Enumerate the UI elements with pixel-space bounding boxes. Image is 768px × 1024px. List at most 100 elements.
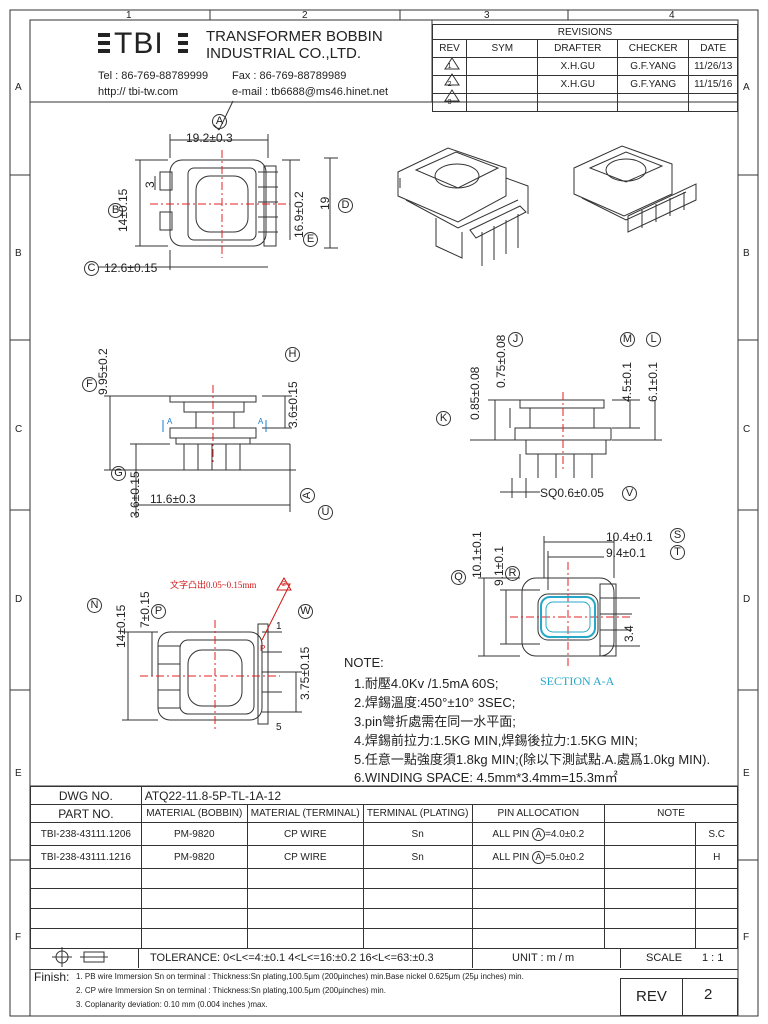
dim-m-value: 4.5±0.1 — [620, 362, 634, 402]
dim-e-value: 16.9±0.2 — [292, 191, 306, 238]
pin-allocation-prefix: ALL PIN — [492, 828, 530, 840]
frame-row-d-left: D — [15, 594, 23, 605]
rev-box-value: 2 — [704, 986, 713, 1003]
dim-c-value: 12.6±0.15 — [104, 261, 158, 275]
frame-row-e-right: E — [743, 768, 750, 779]
note-line: 4.焊錫前拉力:1.5KG MIN,焊錫後拉力:1.5KG MIN; — [354, 733, 638, 748]
emboss-p-mark: P — [260, 644, 266, 653]
company-name-line1: TRANSFORMER BOBBIN — [206, 28, 383, 45]
dim-symbol-h: H — [285, 347, 300, 362]
dim-l-value: 6.1±0.1 — [646, 362, 660, 402]
unit-text: UNIT : m / m — [512, 952, 575, 964]
dim-p34-value: 3.4 — [622, 625, 636, 642]
pin-allocation-symbol: A — [532, 827, 546, 841]
dwg-label: DWG NO. — [30, 786, 142, 805]
note-line: 2.焊錫溫度:450°±10° 3SEC; — [354, 695, 516, 710]
emboss-note: 文字凸出0.05~0.15mm — [170, 580, 257, 590]
rev-drafter: X.H.GU — [537, 75, 619, 94]
pin-1-label: 1 — [276, 621, 282, 632]
dim-p-value: 7±0.15 — [138, 591, 152, 628]
dim-r-value: 9.1±0.1 — [492, 546, 506, 586]
dim-symbol-e: E — [303, 232, 318, 247]
dim-s-value: 10.4±0.1 — [606, 530, 653, 544]
dim-w116-value: 11.6±0.3 — [150, 492, 196, 506]
frame-row-c-left: C — [15, 424, 23, 435]
bobbin-material: PM-9820 — [140, 822, 248, 846]
company-logo: TBI — [114, 27, 164, 60]
pin-allocation-symbol: A — [532, 850, 546, 864]
pin-allocation: ALL PIN A=5.0±0.2 — [471, 845, 606, 869]
dim-symbol-c: C — [84, 261, 99, 276]
rev-box-label: REV — [636, 988, 667, 1005]
part-number: TBI-238-43111.1216 — [30, 845, 142, 869]
finish-line: 2. CP wire Immersion Sn on terminal : Th… — [76, 986, 386, 995]
revisions-title: REVISIONS — [432, 24, 738, 40]
rev-number: 2 — [431, 75, 468, 94]
frame-row-a-left: A — [15, 82, 22, 93]
dim-symbol-u: U — [318, 505, 333, 520]
rev-header-drafter: DRAFTER — [537, 39, 619, 58]
rev-drafter: X.H.GU — [537, 57, 619, 76]
dim-f-value: 9.95±0.2 — [96, 348, 110, 395]
dim-t-value: 9.4±0.1 — [606, 546, 646, 560]
dim-symbol-k: K — [436, 411, 451, 426]
dim-symbol-f: F — [82, 377, 97, 392]
dim-h-value: 3.6±0.15 — [286, 381, 300, 428]
dim-a-value: 19.2±0.3 — [186, 131, 233, 145]
dim-symbol-m: M — [620, 332, 635, 347]
rev-number: 3 — [431, 93, 468, 112]
dim-symbol-v: V — [622, 486, 637, 501]
title-block-table: DWG NO. ATQ22-11.8-5P-TL-1A-12 PART NO. … — [30, 786, 739, 949]
frame-col-1: 1 — [126, 10, 132, 21]
terminal-material: CP WIRE — [246, 845, 364, 869]
company-email: e-mail : tb6688@ms46.hinet.net — [232, 86, 389, 98]
dim-symbol-p: P — [151, 604, 166, 619]
dim-symbol-d: D — [338, 198, 353, 213]
dim-q-value: 10.1±0.1 — [470, 531, 484, 578]
frame-col-3: 3 — [484, 10, 490, 21]
col-header-terminal: MATERIAL (TERMINAL) — [246, 804, 364, 823]
note-line: 1.耐壓4.0Kv /1.5mA 60S; — [354, 676, 499, 691]
col-header-pin-allocation: PIN ALLOCATION — [471, 804, 606, 823]
frame-row-b-left: B — [15, 248, 22, 259]
note-line: 3.pin彎折處需在同一水平面; — [354, 714, 516, 729]
col-header-bobbin: MATERIAL (BOBBIN) — [140, 804, 248, 823]
pin-5-label: 5 — [276, 722, 282, 733]
dim-d-value: 19 — [318, 196, 332, 210]
scale-value: 1 : 1 — [702, 952, 724, 964]
dim-symbol-t: T — [670, 545, 685, 560]
revision-row: 3 — [431, 93, 738, 112]
dim-symbol-q: Q — [451, 570, 466, 585]
company-name-line2: INDUSTRIAL CO.,LTD. — [206, 45, 362, 62]
rev-sym — [466, 93, 539, 112]
company-web: http:// tbi-tw.com — [98, 86, 179, 98]
frame-row-f-right: F — [743, 932, 750, 943]
pin-allocation: ALL PIN A=4.0±0.2 — [471, 822, 606, 846]
notes-title: NOTE: — [344, 655, 384, 670]
frame-col-2: 2 — [302, 10, 308, 21]
dim-sq-value: SQ0.6±0.05 — [540, 486, 604, 500]
dim-symbol-b: B — [108, 203, 123, 218]
rev-checker: G.F.YANG — [617, 57, 690, 76]
row-note: S.C — [695, 822, 738, 846]
dim-symbol-w: W — [298, 604, 313, 619]
rev-checker — [617, 93, 690, 112]
finish-line: 3. Coplanarity deviation: 0.10 mm (0.004… — [76, 1000, 268, 1009]
dim-symbol-a: A — [212, 114, 227, 129]
rev-date: 11/15/16 — [688, 75, 738, 94]
pin-allocation-value: =4.0±0.2 — [545, 828, 585, 840]
frame-col-4: 4 — [669, 10, 675, 21]
pin-allocation-value: =5.0±0.2 — [545, 851, 585, 863]
dim-g-value: 3.6±0.15 — [128, 471, 142, 518]
dim-symbol-r: R — [505, 566, 520, 581]
company-fax: Fax : 86-769-88789989 — [232, 70, 347, 82]
frame-row-a-right: A — [743, 82, 750, 93]
pin-allocation-prefix: ALL PIN — [492, 851, 530, 863]
section-arrow-left: A — [167, 417, 173, 426]
rev-sym — [466, 75, 539, 94]
part-number: TBI-238-43111.1206 — [30, 822, 142, 846]
table-row: TBI-238-43111.1206 PM-9820 CP WIRE Sn AL… — [30, 822, 738, 846]
rev-date: 11/26/13 — [688, 57, 738, 76]
col-header-plating: TERMINAL (PLATING) — [362, 804, 473, 823]
section-arrow-right: A — [258, 417, 264, 426]
